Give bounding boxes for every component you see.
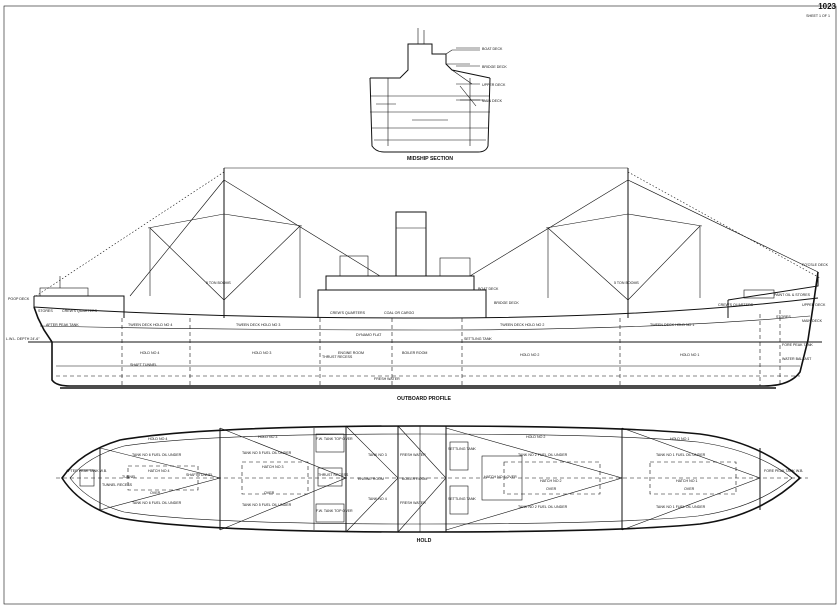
profile-dynamo-flat: DYNAMO FLAT <box>356 333 382 337</box>
profile-crews-quarters-mid: CREW'S QUARTERS <box>330 311 366 315</box>
sheet-border <box>3 5 837 605</box>
profile-hold-2: HOLD NO 2 <box>520 353 539 357</box>
plan-tank5-upper: TANK NO 5 FUEL OIL UNDER <box>242 451 292 455</box>
midship-label-bridge-deck: BRIDGE DECK <box>482 65 507 69</box>
profile-after-peak-tank: AFTER PEAK TANK <box>46 323 79 327</box>
profile-lwl: L.W.L. DEPTH 24'-6" <box>6 337 40 341</box>
plan-hold-4: HOLD NO 4 <box>148 437 167 441</box>
plan-fw-tank-top: F.W. TANK TOP OVER <box>316 437 353 441</box>
profile-tweendeck-3: TWEEN DECK HOLD NO 3 <box>236 323 280 327</box>
profile-tweendeck-1: TWEEN DECK HOLD NO 1 <box>650 323 694 327</box>
profile-hold-1: HOLD NO 1 <box>680 353 699 357</box>
plan-fresh-water-lower: FRESH WATER <box>400 501 426 505</box>
profile-bridge-deck: BRIDGE DECK <box>494 301 519 305</box>
plan-hatch-3: HATCH NO 3 <box>262 465 284 469</box>
profile-stores-fwd: STORES <box>776 315 791 319</box>
profile-main-deck: MAIN DECK <box>802 319 823 323</box>
plan-fresh-water-upper: FRESH WATER <box>400 453 426 457</box>
plan-over-3: OVER <box>264 491 275 495</box>
profile-boiler-room: BOILER ROOM <box>402 351 427 355</box>
plan-hold-1: HOLD NO 1 <box>670 437 689 441</box>
hold-plan <box>56 425 808 533</box>
plan-hold-3: HOLD NO 3 <box>258 435 277 439</box>
plan-boiler-room: BOILER ROOM <box>402 477 427 481</box>
plan-fw-tank-bottom: F.W. TANK TOP OVER <box>316 509 353 513</box>
profile-poop-deck: POOP DECK <box>8 297 30 301</box>
profile-crews-quarters-aft: CREW'S QUARTERS <box>62 309 98 313</box>
plan-tank2-upper: TANK NO 2 FUEL OIL UNDER <box>518 453 568 457</box>
profile-thrust-recess: THRUST RECESS <box>322 355 353 359</box>
profile-boat-deck: BOAT DECK <box>478 287 499 291</box>
plan-engine-room: ENGINE ROOM <box>358 477 384 481</box>
plan-hatch-4: HATCH NO 4 <box>148 469 170 473</box>
plan-tank5-lower: TANK NO 5 FUEL OIL UNDER <box>242 503 292 507</box>
plan-hatch-2: HATCH NO 2 <box>540 479 562 483</box>
plan-tank6-upper: TANK NO 6 FUEL OIL UNDER <box>132 453 182 457</box>
profile-water-ballast: WATER BALLAST <box>782 357 812 361</box>
midship-label-boat-deck: BOAT DECK <box>482 47 503 51</box>
midship-label-main-deck: MAIN DECK <box>482 99 503 103</box>
plan-tank1-upper: TANK NO 1 FUEL OIL UNDER <box>656 453 706 457</box>
plan-tunnel: TUNNEL <box>122 475 136 479</box>
plan-tank-no4: TANK NO 4 <box>368 497 387 501</box>
profile-upper-deck: UPPER DECK <box>802 303 826 307</box>
plan-tunnel-recess: TUNNEL RECESS <box>102 483 133 487</box>
drawing-number: 1023 <box>818 2 836 11</box>
profile-fresh-water-low: FRESH WATER <box>374 377 400 381</box>
profile-paint-oil: PAINT OIL & STORES <box>774 293 811 297</box>
profile-boom-aft: 5 TON BOOMS <box>206 281 231 285</box>
plan-thrust-recess: THRUST RECESS <box>318 473 349 477</box>
profile-tweendeck-2: TWEEN DECK HOLD NO 2 <box>500 323 544 327</box>
outboard-profile <box>28 167 822 389</box>
profile-crews-quarters-fwd: CREW'S QUARTERS <box>718 303 754 307</box>
plan-tank1-lower: TANK NO 1 FUEL OIL UNDER <box>656 505 706 509</box>
plan-over-1: OVER <box>684 487 695 491</box>
profile-forecastle: FO'CSLE DECK <box>802 263 829 267</box>
profile-settling-tank: SETTLING TANK <box>464 337 492 341</box>
plan-hold-2: HOLD NO 2 <box>526 435 545 439</box>
profile-boom-fwd: 5 TON BOOMS <box>614 281 639 285</box>
plan-settling-tank-upper: SETTLING TANK <box>448 447 476 451</box>
plan-shaft-tunnel: SHAFT TUNNEL <box>186 473 213 477</box>
hold-plan-title: HOLD <box>417 538 432 544</box>
profile-coal-or-cargo: COAL OR CARGO <box>384 311 414 315</box>
outboard-profile-title: OUTBOARD PROFILE <box>397 396 451 402</box>
sheet-label: SHEET 1 OF 1 <box>806 14 830 18</box>
profile-stores: STORES <box>38 309 53 313</box>
midship-label-upper-deck: UPPER DECK <box>482 83 506 87</box>
midship-section-title: MIDSHIP SECTION <box>407 156 453 162</box>
profile-hold-4: HOLD NO 4 <box>140 351 159 355</box>
plan-over-4: OVER <box>150 491 161 495</box>
plan-over-2: OVER <box>546 487 557 491</box>
plan-hatch-1: HATCH NO 1 <box>676 479 698 483</box>
profile-tweendeck-4: TWEEN DECK HOLD NO 4 <box>128 323 172 327</box>
profile-fore-peak: FORE PEAK TANK <box>782 343 813 347</box>
plan-settling-tank-lower: SETTLING TANK <box>448 497 476 501</box>
plan-tank-no3: TANK NO 3 <box>368 453 387 457</box>
plan-tank2-lower: TANK NO 2 FUEL OIL UNDER <box>518 505 568 509</box>
profile-shaft-tunnel: SHAFT TUNNEL <box>130 363 157 367</box>
plan-tank6-lower: TANK NO 6 FUEL OIL UNDER <box>132 501 182 505</box>
midship-section <box>369 28 491 153</box>
profile-engine-room: ENGINE ROOM <box>338 351 364 355</box>
plan-after-peak-tank: AFTER PEAK TANK W.B. <box>66 469 107 473</box>
plan-fore-peak-tank: FORE PEAK TANK W.B. <box>764 469 803 473</box>
plan-hatch-3-side: HATCH NO 3 OVER <box>484 475 517 479</box>
profile-hold-3: HOLD NO 3 <box>252 351 271 355</box>
